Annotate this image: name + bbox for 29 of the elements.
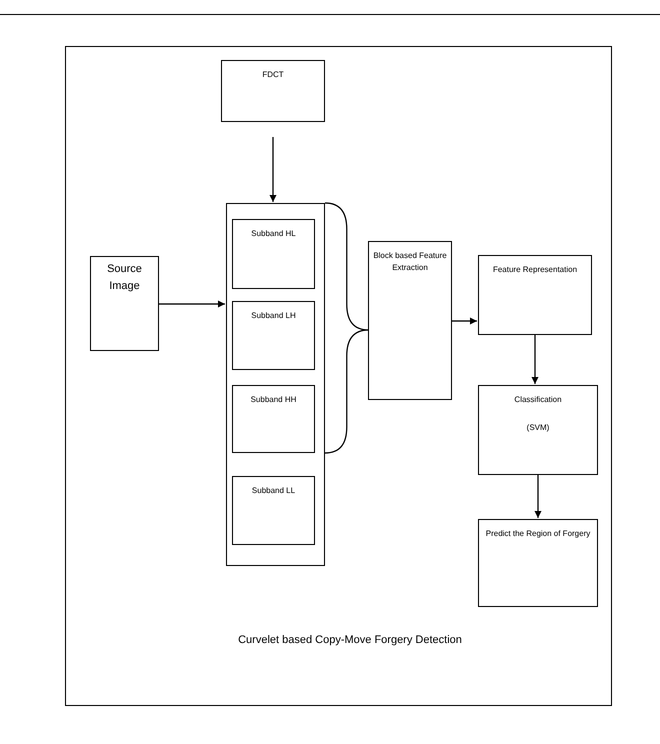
box-label: Feature Representation <box>492 264 578 276</box>
process-box <box>232 219 315 289</box>
box-label: (SVM) <box>526 422 550 434</box>
arrow <box>534 475 542 518</box>
box-label: Subband HH <box>250 394 298 406</box>
box-label: Subband HL <box>250 228 297 240</box>
arrow <box>159 300 225 308</box>
process-box <box>478 519 598 607</box>
box-label: Subband LL <box>250 485 296 497</box>
box-label: Block based Feature Extraction <box>372 250 448 274</box>
process-box <box>232 301 315 370</box>
container-box <box>226 203 325 566</box>
curly-brace-connector <box>324 202 370 454</box>
arrow <box>270 137 276 202</box>
process-box <box>232 385 315 453</box>
process-box <box>232 476 315 545</box>
arrow <box>532 335 538 384</box>
box-label: FDCT <box>261 69 285 81</box>
box-label: Subband LH <box>250 310 297 322</box>
process-box <box>478 385 598 475</box>
box-label: Source Image <box>106 262 143 294</box>
process-box <box>221 60 325 122</box>
process-box <box>90 256 159 351</box>
process-box <box>368 241 452 400</box>
box-label: Classification <box>513 394 563 406</box>
process-box <box>478 255 592 335</box>
arrow <box>452 318 477 324</box>
caption: Curvelet based Copy-Move Forgery Detection <box>237 633 463 648</box>
box-label: Predict the Region of Forgery <box>484 528 592 540</box>
